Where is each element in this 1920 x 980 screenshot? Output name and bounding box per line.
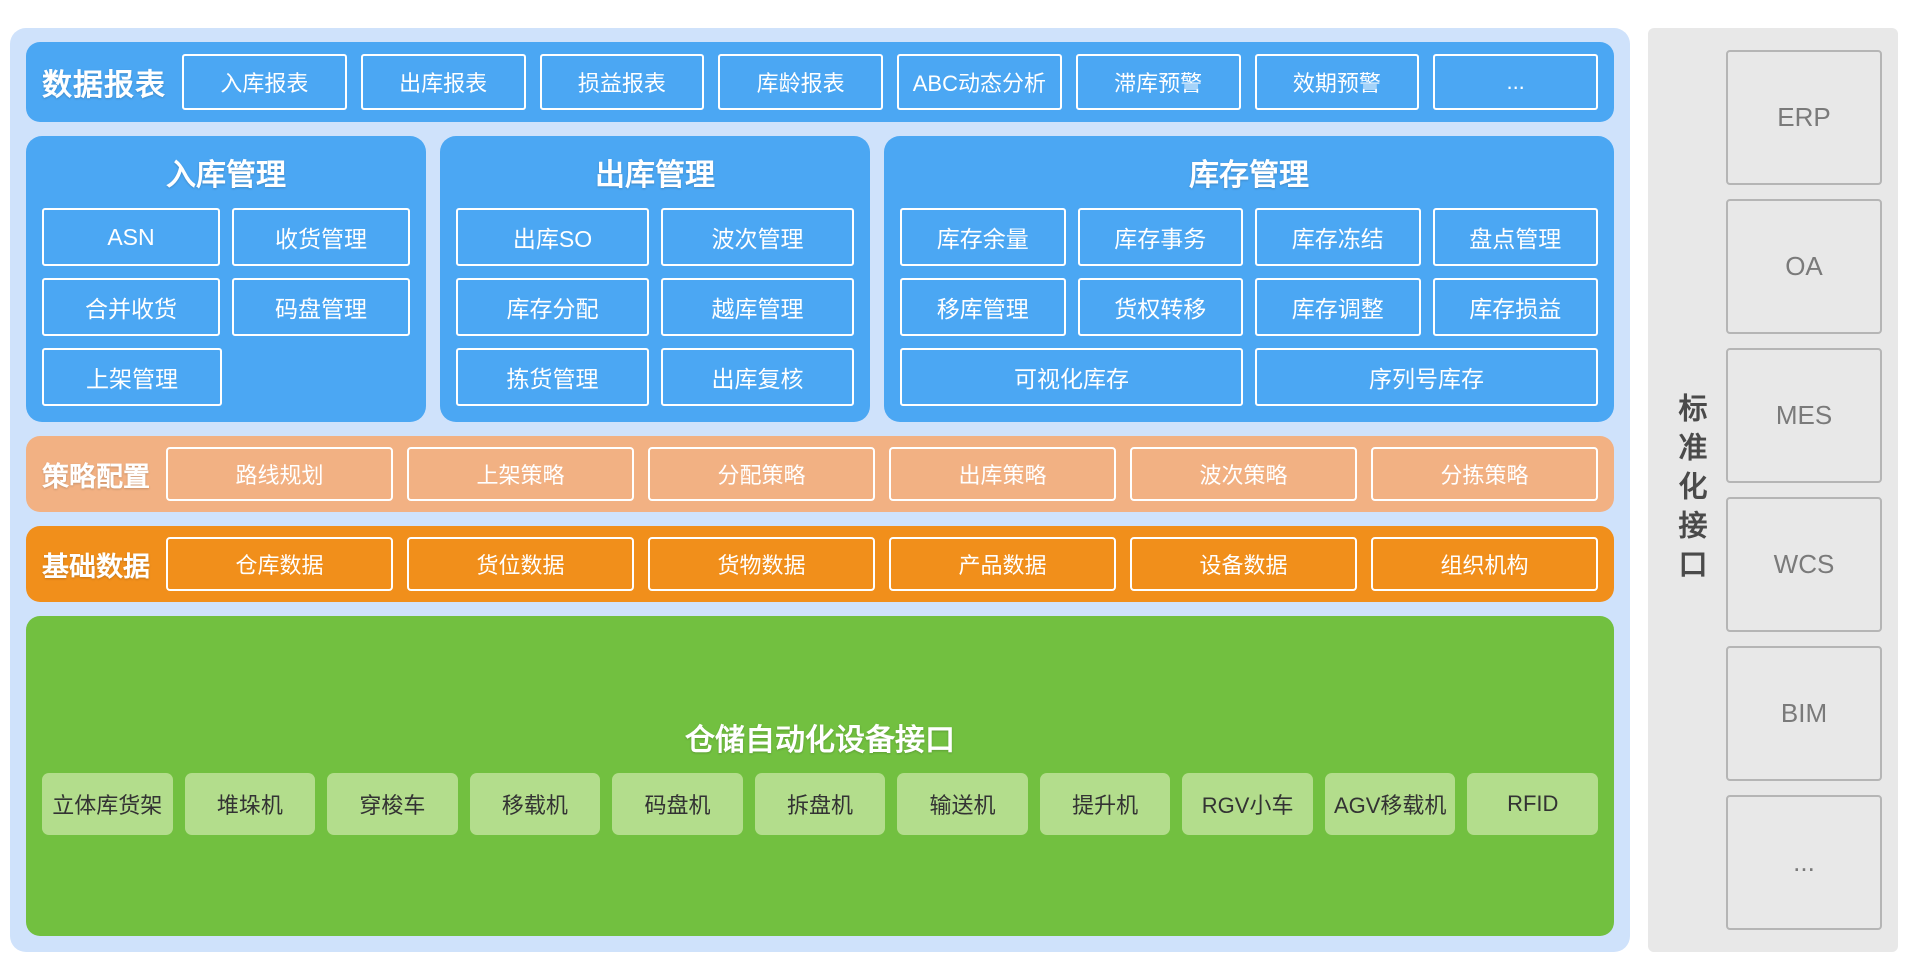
inventory-chip-adjustment[interactable]: 库存调整 [1255, 278, 1421, 336]
outbound-row-2: 库存分配 越库管理 [456, 278, 854, 336]
equipment-chip-depalletizer[interactable]: 拆盘机 [754, 773, 886, 835]
inventory-chip-balance[interactable]: 库存余量 [900, 208, 1066, 266]
strategy-chip-sorting[interactable]: 分拣策略 [1371, 447, 1598, 501]
inbound-chip-merge-receiving[interactable]: 合并收货 [42, 278, 220, 336]
sidebar-item-more[interactable]: ... [1726, 795, 1882, 930]
inventory-chip-grid: 库存余量 库存事务 库存冻结 盘点管理 移库管理 货权转移 库存调整 库存损益 … [900, 208, 1598, 406]
basedata-chip-warehouse[interactable]: 仓库数据 [166, 537, 393, 591]
inventory-management-title: 库存管理 [1189, 159, 1309, 192]
basedata-chip-equipment[interactable]: 设备数据 [1130, 537, 1357, 591]
inventory-row-2: 移库管理 货权转移 库存调整 库存损益 [900, 278, 1598, 336]
equipment-chip-asrs-rack[interactable]: 立体库货架 [42, 773, 173, 835]
report-chip-inbound[interactable]: 入库报表 [182, 54, 347, 110]
inbound-row-2: 合并收货 码盘管理 [42, 278, 410, 336]
equipment-chip-conveyor[interactable]: 输送机 [897, 773, 1028, 835]
equipment-chip-palletizer[interactable]: 码盘机 [612, 773, 743, 835]
inventory-row-3: 可视化库存 序列号库存 [900, 348, 1598, 406]
basedata-chip-location[interactable]: 货位数据 [407, 537, 634, 591]
inventory-chip-serial-stock[interactable]: 序列号库存 [1255, 348, 1598, 406]
management-row: 入库管理 ASN 收货管理 合并收货 码盘管理 上架管理 [26, 136, 1614, 422]
sidebar-item-oa[interactable]: OA [1726, 199, 1882, 334]
inbound-chip-receiving[interactable]: 收货管理 [232, 208, 410, 266]
inventory-chip-ownership-transfer[interactable]: 货权转移 [1077, 278, 1243, 336]
outbound-row-3: 拣货管理 出库复核 [456, 348, 854, 406]
equipment-chip-rgv[interactable]: RGV小车 [1182, 773, 1313, 835]
standard-interface-item-list: ERP OA MES WCS BIM ... [1726, 50, 1882, 930]
inventory-chip-profit-loss[interactable]: 库存损益 [1432, 278, 1598, 336]
inventory-chip-transaction[interactable]: 库存事务 [1077, 208, 1243, 266]
inventory-row-1: 库存余量 库存事务 库存冻结 盘点管理 [900, 208, 1598, 266]
outbound-chip-wave[interactable]: 波次管理 [661, 208, 854, 266]
outbound-management-title: 出库管理 [595, 159, 715, 192]
inbound-management-title: 入库管理 [166, 159, 286, 192]
strategy-chip-wave[interactable]: 波次策略 [1130, 447, 1357, 501]
data-reports-chip-list: 入库报表 出库报表 损益报表 库龄报表 ABC动态分析 滞库预警 效期预警 ..… [182, 54, 1598, 110]
report-chip-slow-moving-alert[interactable]: 滞库预警 [1075, 54, 1241, 110]
strategy-chip-outbound[interactable]: 出库策略 [889, 447, 1116, 501]
outbound-chip-recheck[interactable]: 出库复核 [661, 348, 854, 406]
equipment-chip-agv[interactable]: AGV移载机 [1324, 773, 1456, 835]
strategy-config-title: 策略配置 [42, 461, 150, 492]
outbound-chip-crossdock[interactable]: 越库管理 [661, 278, 854, 336]
sidebar-item-erp[interactable]: ERP [1726, 50, 1882, 185]
basedata-chip-organization[interactable]: 组织机构 [1371, 537, 1598, 591]
wms-main-panel: 数据报表 入库报表 出库报表 损益报表 库龄报表 ABC动态分析 滞库预警 效期… [10, 28, 1630, 952]
strategy-chip-allocation[interactable]: 分配策略 [648, 447, 875, 501]
report-chip-abc-analysis[interactable]: ABC动态分析 [897, 54, 1062, 110]
automation-equipment-title: 仓储自动化设备接口 [685, 724, 955, 757]
strategy-chip-route-planning[interactable]: 路线规划 [166, 447, 393, 501]
equipment-chip-shuttle[interactable]: 穿梭车 [327, 773, 458, 835]
inbound-row-1: ASN 收货管理 [42, 208, 410, 266]
report-chip-stock-age[interactable]: 库龄报表 [718, 54, 883, 110]
report-chip-profit-loss[interactable]: 损益报表 [539, 54, 705, 110]
automation-equipment-chip-list: 立体库货架 堆垛机 穿梭车 移载机 码盘机 拆盘机 输送机 提升机 RGV小车 … [42, 773, 1599, 835]
equipment-chip-transfer-machine[interactable]: 移载机 [469, 773, 601, 835]
inbound-chip-asn[interactable]: ASN [42, 208, 220, 266]
inbound-management-card: 入库管理 ASN 收货管理 合并收货 码盘管理 上架管理 [26, 136, 426, 422]
outbound-chip-grid: 出库SO 波次管理 库存分配 越库管理 拣货管理 出库复核 [456, 208, 854, 406]
inbound-row-3-spacer [234, 348, 410, 406]
basedata-chip-goods[interactable]: 货物数据 [648, 537, 875, 591]
strategy-chip-putaway[interactable]: 上架策略 [407, 447, 634, 501]
inventory-chip-stocktaking[interactable]: 盘点管理 [1432, 208, 1598, 266]
equipment-chip-lifter[interactable]: 提升机 [1039, 773, 1171, 835]
report-chip-expiry-alert[interactable]: 效期预警 [1254, 54, 1420, 110]
outbound-chip-picking[interactable]: 拣货管理 [456, 348, 649, 406]
report-chip-more[interactable]: ... [1433, 54, 1598, 110]
equipment-chip-stacker-crane[interactable]: 堆垛机 [184, 773, 316, 835]
outbound-chip-so[interactable]: 出库SO [456, 208, 649, 266]
base-data-chip-list: 仓库数据 货位数据 货物数据 产品数据 设备数据 组织机构 [166, 537, 1598, 591]
inbound-chip-grid: ASN 收货管理 合并收货 码盘管理 上架管理 [42, 208, 410, 406]
inbound-chip-palletizing[interactable]: 码盘管理 [232, 278, 410, 336]
basedata-chip-product[interactable]: 产品数据 [889, 537, 1116, 591]
inbound-row-3: 上架管理 [42, 348, 410, 406]
sidebar-item-mes[interactable]: MES [1726, 348, 1882, 483]
equipment-chip-rfid[interactable]: RFID [1467, 773, 1599, 835]
inventory-chip-transfer[interactable]: 移库管理 [900, 278, 1066, 336]
data-reports-band: 数据报表 入库报表 出库报表 损益报表 库龄报表 ABC动态分析 滞库预警 效期… [26, 42, 1614, 122]
inbound-chip-putaway[interactable]: 上架管理 [42, 348, 222, 406]
outbound-row-1: 出库SO 波次管理 [456, 208, 854, 266]
report-chip-outbound[interactable]: 出库报表 [360, 54, 526, 110]
outbound-chip-allocation[interactable]: 库存分配 [456, 278, 649, 336]
base-data-band: 基础数据 仓库数据 货位数据 货物数据 产品数据 设备数据 组织机构 [26, 526, 1614, 602]
standard-interface-label: 标准化接口 [1674, 392, 1706, 588]
inventory-management-card: 库存管理 库存余量 库存事务 库存冻结 盘点管理 移库管理 货权转移 库存调整 … [884, 136, 1614, 422]
strategy-chip-list: 路线规划 上架策略 分配策略 出库策略 波次策略 分拣策略 [166, 447, 1598, 501]
inventory-chip-freeze[interactable]: 库存冻结 [1255, 208, 1421, 266]
strategy-config-band: 策略配置 路线规划 上架策略 分配策略 出库策略 波次策略 分拣策略 [26, 436, 1614, 512]
automation-equipment-band: 仓储自动化设备接口 立体库货架 堆垛机 穿梭车 移载机 码盘机 拆盘机 输送机 … [26, 616, 1614, 936]
sidebar-item-bim[interactable]: BIM [1726, 646, 1882, 781]
data-reports-title: 数据报表 [42, 69, 166, 102]
outbound-management-card: 出库管理 出库SO 波次管理 库存分配 越库管理 拣货管理 出库复核 [440, 136, 870, 422]
base-data-title: 基础数据 [42, 551, 150, 582]
sidebar-item-wcs[interactable]: WCS [1726, 497, 1882, 632]
inventory-chip-visual-stock[interactable]: 可视化库存 [900, 348, 1243, 406]
standard-interface-sidebar: 标准化接口 ERP OA MES WCS BIM ... [1648, 28, 1898, 952]
